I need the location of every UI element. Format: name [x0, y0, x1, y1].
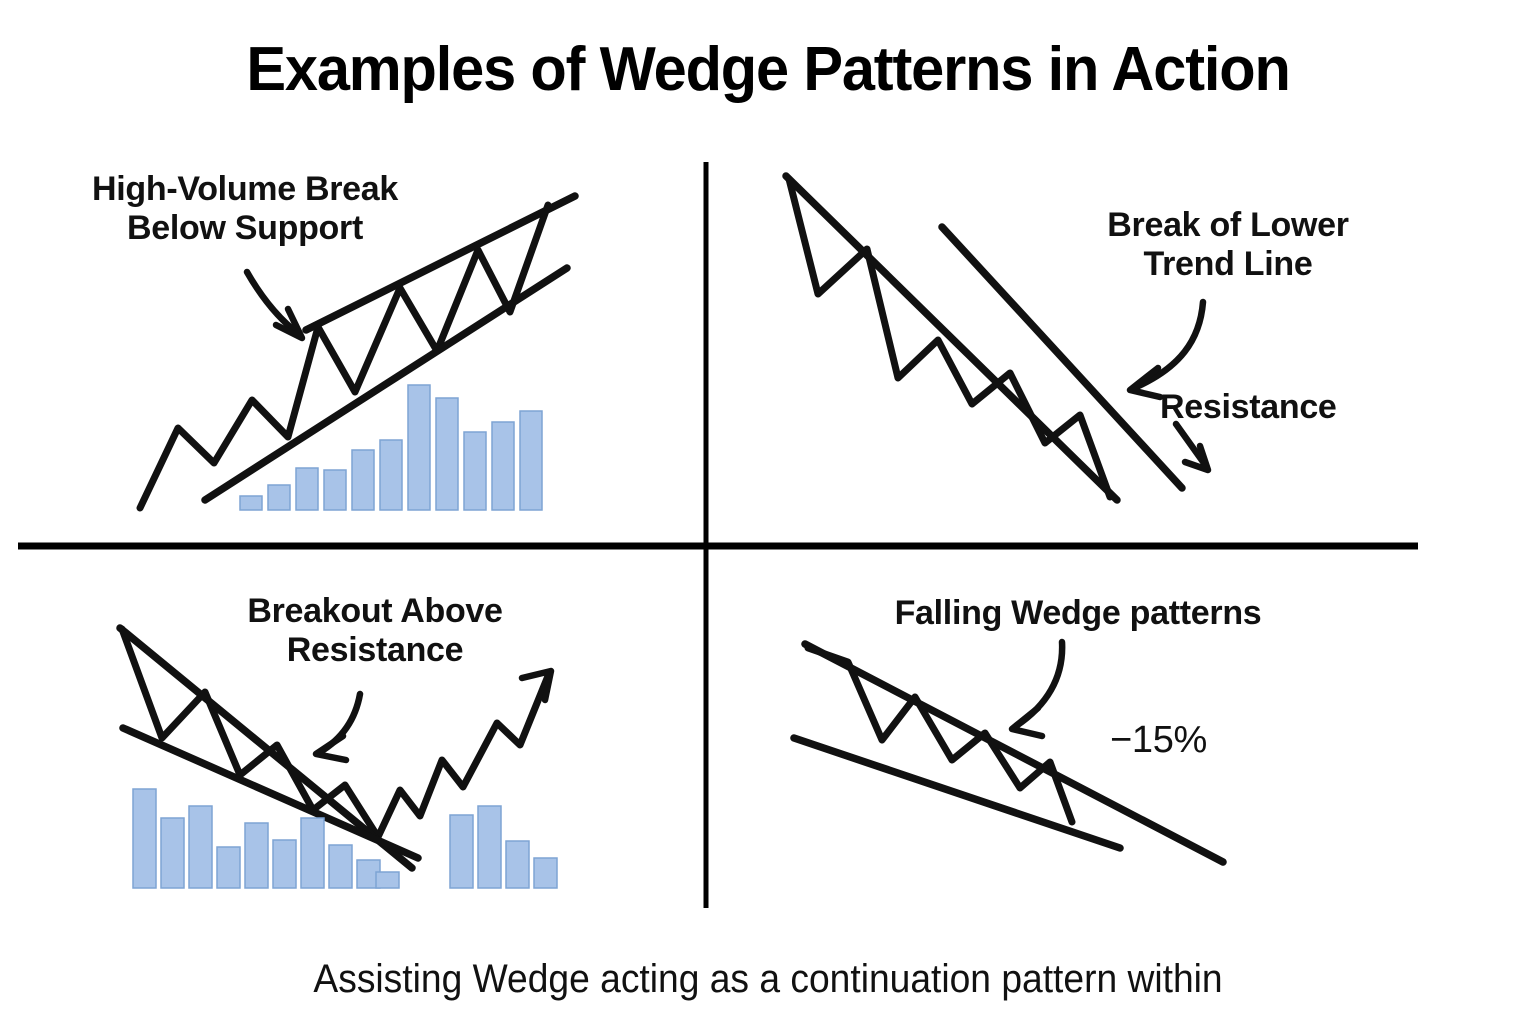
break-of-lower-trend-arrow: [1126, 298, 1207, 401]
annotation-resistance: Resistance: [1160, 388, 1337, 426]
volume-bar: [300, 817, 325, 889]
volume-bar: [328, 844, 353, 889]
panel-top-left: [136, 192, 579, 512]
volume-bar: [407, 384, 431, 511]
page-title: Examples of Wedge Patterns in Action: [246, 35, 1291, 104]
annotation-breakout-above-resistance: Breakout Above Resistance: [247, 592, 503, 670]
price-line-rising-wedge: [136, 201, 552, 512]
volume-bar: [267, 484, 291, 511]
volume-bar: [505, 840, 530, 889]
upper-resistance-line: [116, 624, 416, 872]
volume-bar: [379, 439, 403, 511]
panel-bottom-right: [790, 638, 1227, 866]
annotation-high-volume-break: High-Volume Break Below Support: [92, 170, 398, 248]
price-line-descending-wedge: [785, 175, 1114, 501]
volume-bar: [272, 839, 297, 889]
lower-trend-line: [790, 734, 1124, 852]
volume-bars-panel-1: [239, 384, 543, 511]
volume-bar: [132, 788, 157, 889]
volume-bar: [239, 495, 263, 511]
upper-trend-line: [302, 192, 579, 334]
volume-bar: [244, 822, 269, 889]
volume-bar: [477, 805, 502, 889]
panel-top-right: [782, 172, 1212, 504]
volume-bar: [449, 814, 474, 889]
lower-support-line: [119, 724, 422, 862]
volume-bar: [216, 846, 241, 889]
panel-dividers: [18, 162, 1418, 908]
volume-bar: [533, 857, 558, 889]
lower-trend-line: [938, 223, 1186, 492]
figure-caption: Assisting Wedge acting as a continuation…: [313, 957, 1223, 1001]
annotation-break-of-lower-trend-line: Break of Lower Trend Line: [1107, 206, 1349, 284]
upper-trend-line: [782, 172, 1121, 504]
upper-trend-line: [801, 640, 1227, 866]
volume-bar: [351, 449, 375, 511]
annotation-percent-change: −15%: [1110, 719, 1208, 761]
falling-wedge-pattern-arrow: [1008, 638, 1066, 740]
resistance-arrow: [1172, 420, 1212, 474]
panel-bottom-left: [116, 624, 558, 889]
volume-bar: [519, 410, 543, 511]
breakout-arrow-head: [518, 667, 555, 704]
annotation-falling-wedge-patterns: Falling Wedge patterns: [894, 594, 1262, 632]
volume-bar: [463, 431, 487, 511]
breakout-above-resistance-arrow: [312, 690, 364, 764]
volume-bar: [188, 805, 213, 889]
lower-support-line: [201, 264, 571, 504]
volume-bar: [295, 467, 319, 511]
high-volume-break-arrow: [243, 268, 306, 342]
volume-bar: [435, 397, 459, 511]
volume-bar: [375, 871, 400, 889]
volume-bars-panel-3: [132, 788, 558, 889]
volume-bar: [491, 421, 515, 511]
volume-bar: [323, 469, 347, 511]
volume-bar: [160, 817, 185, 889]
